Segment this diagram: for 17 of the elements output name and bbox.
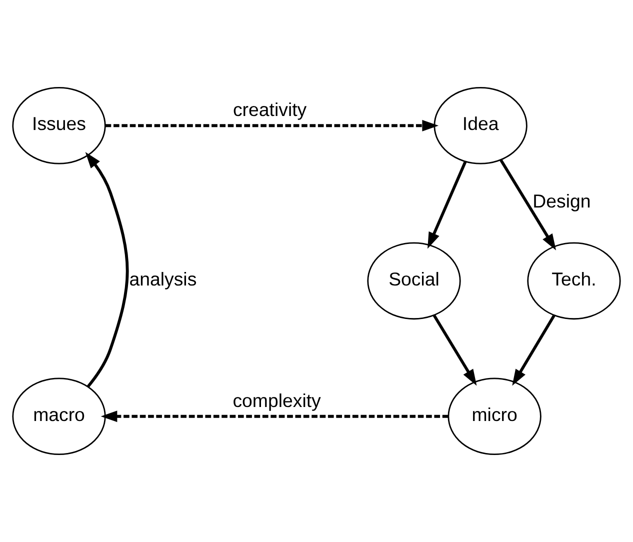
node-ellipse: Tech. <box>527 242 621 320</box>
arrow <box>428 160 467 249</box>
edge-label: creativity <box>232 99 307 120</box>
arrow <box>432 314 477 386</box>
node-ellipse: Social <box>367 242 461 320</box>
edge-label: analysis <box>129 268 197 290</box>
arrow <box>85 152 129 388</box>
arrow <box>500 159 556 250</box>
arrow <box>105 120 439 132</box>
node-ellipse: micro <box>448 378 542 456</box>
edge-label: Design <box>532 190 591 212</box>
node-ellipse: Issues <box>12 86 106 164</box>
arrow <box>100 410 448 422</box>
arrow <box>512 314 556 386</box>
node-ellipse: Idea <box>434 86 528 164</box>
edge-label: complexity <box>232 390 321 411</box>
node-ellipse: macro <box>12 378 106 456</box>
